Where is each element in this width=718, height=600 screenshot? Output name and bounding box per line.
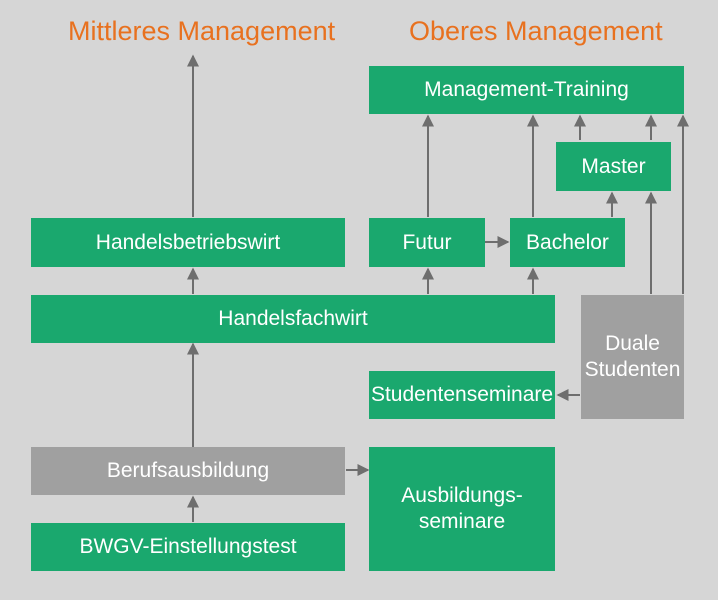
box-handelsfachwirt: Handelsfachwirt xyxy=(31,295,555,343)
box-ausbildungsseminare: Ausbildungs- seminare xyxy=(369,447,555,571)
box-berufsausbildung: Berufsausbildung xyxy=(31,447,345,495)
box-handelsbetriebswirt: Handelsbetriebswirt xyxy=(31,218,345,267)
heading-middle-management: Mittleres Management xyxy=(68,16,336,46)
box-management-training: Management-Training xyxy=(369,66,684,114)
box-duale-studenten: Duale Studenten xyxy=(581,295,684,419)
heading-upper-management: Oberes Management xyxy=(409,16,663,46)
box-futur: Futur xyxy=(369,218,485,267)
box-master: Master xyxy=(556,142,671,191)
box-bwgv-einstellungstest: BWGV-Einstellungstest xyxy=(31,523,345,571)
box-studentenseminare: Studentenseminare xyxy=(369,371,555,419)
box-bachelor: Bachelor xyxy=(510,218,625,267)
